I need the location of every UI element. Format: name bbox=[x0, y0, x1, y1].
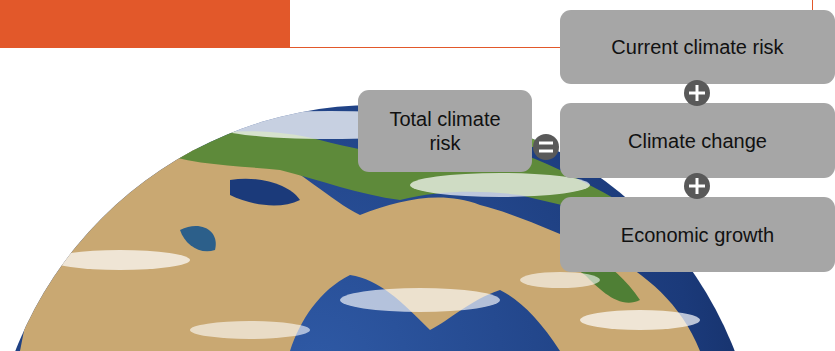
header-bar bbox=[0, 0, 290, 48]
box-label: Total climate risk bbox=[380, 107, 510, 155]
box-label: Economic growth bbox=[621, 223, 774, 247]
box-label: Current climate risk bbox=[611, 35, 783, 59]
box-label: Climate change bbox=[628, 129, 767, 153]
process-box: Current climate risk bbox=[560, 10, 835, 84]
process-box: Total climate risk bbox=[358, 90, 532, 172]
process-box: Climate change bbox=[560, 103, 835, 178]
equals-symbol bbox=[533, 134, 559, 160]
process-box: Economic growth bbox=[560, 197, 835, 272]
plus-symbol bbox=[684, 173, 710, 199]
plus-symbol bbox=[684, 80, 710, 106]
